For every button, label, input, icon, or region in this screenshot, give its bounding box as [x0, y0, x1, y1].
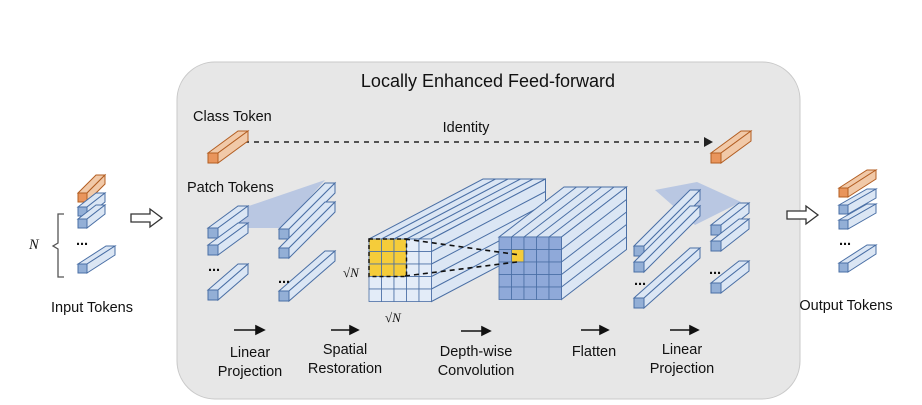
patch-token	[632, 204, 702, 274]
output-patch-token	[837, 203, 878, 230]
input-class-token	[76, 173, 107, 204]
feature-maps	[368, 178, 628, 303]
patch-token	[632, 246, 702, 310]
n-label: N	[29, 237, 39, 253]
patch-token	[206, 205, 250, 239]
conv-window	[368, 238, 408, 278]
ellipsis-input: ...	[76, 233, 89, 249]
class-token-label: Class Token	[193, 109, 272, 125]
output-patch-token	[837, 244, 878, 273]
identity-arrowhead	[704, 137, 713, 147]
class-token	[206, 130, 250, 164]
input-patch-token	[76, 245, 117, 274]
patch-token	[206, 262, 250, 302]
patch-token	[709, 217, 751, 253]
stage-linear-projection-2: Linear Projection	[650, 341, 714, 379]
input-tokens-label: Input Tokens	[51, 300, 133, 316]
conv-feature-map	[497, 185, 628, 301]
sqrt-n-label-side: √N	[343, 265, 359, 280]
spatial-feature-map	[368, 178, 546, 303]
ellipsis-patch-1: ...	[208, 259, 221, 275]
input-arrow	[130, 207, 164, 229]
identity-label: Identity	[442, 120, 490, 136]
patch-tokens-label: Patch Tokens	[187, 180, 274, 196]
patch-token	[206, 222, 250, 256]
projection-shade-right	[655, 182, 741, 225]
n-brace	[51, 213, 64, 278]
stage-arrows	[234, 324, 700, 337]
stage-1-line1: Linear	[229, 345, 271, 361]
patch-token	[277, 200, 337, 260]
token-bars	[76, 130, 878, 310]
stage-2-line1: Spatial	[322, 342, 368, 358]
conv-link-top	[404, 238, 521, 256]
patch-token	[709, 259, 751, 295]
patch-token	[709, 201, 751, 237]
ellipsis-output: ...	[839, 233, 852, 249]
stage-3-line1: Depth-wise	[439, 344, 513, 360]
stage-flatten: Flatten	[572, 343, 616, 362]
stage-4-line1: Flatten	[571, 344, 617, 360]
stage-depthwise-convolution: Depth-wise Convolution	[438, 343, 515, 381]
output-class-token	[837, 169, 878, 198]
stage-3-line2: Convolution	[437, 363, 515, 379]
stage-5-line2: Projection	[649, 361, 715, 377]
patch-token	[277, 181, 337, 241]
class-token-output	[709, 130, 753, 164]
output-arrow	[786, 204, 820, 226]
output-tokens-label: Output Tokens	[799, 298, 893, 314]
stage-1-line2: Projection	[217, 364, 283, 380]
stage-spatial-restoration: Spatial Restoration	[308, 341, 382, 379]
ellipsis-patch-2: ...	[278, 271, 291, 287]
output-patch-token	[837, 188, 878, 215]
ellipsis-patch-3: ...	[634, 273, 647, 289]
module-title: Locally Enhanced Feed-forward	[360, 71, 616, 91]
patch-token	[277, 249, 337, 303]
stage-2-line2: Restoration	[307, 361, 383, 377]
ellipsis-patch-4: ...	[709, 262, 722, 278]
stage-5-line1: Linear	[661, 342, 703, 358]
conv-link-bottom	[404, 261, 518, 277]
stage-linear-projection-1: Linear Projection	[218, 344, 282, 382]
input-patch-token	[76, 203, 107, 230]
sqrt-n-label-bottom: √N	[385, 310, 401, 325]
